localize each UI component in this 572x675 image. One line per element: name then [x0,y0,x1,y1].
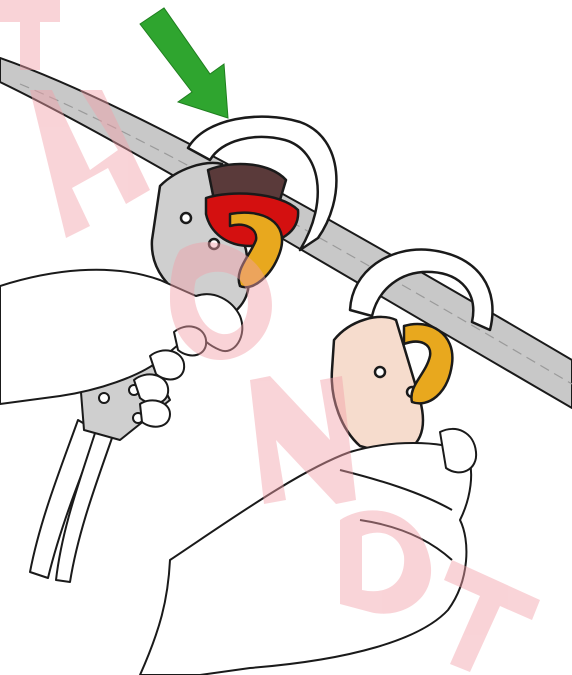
arrow-icon [140,8,228,118]
lower-cam-orange [404,324,452,403]
